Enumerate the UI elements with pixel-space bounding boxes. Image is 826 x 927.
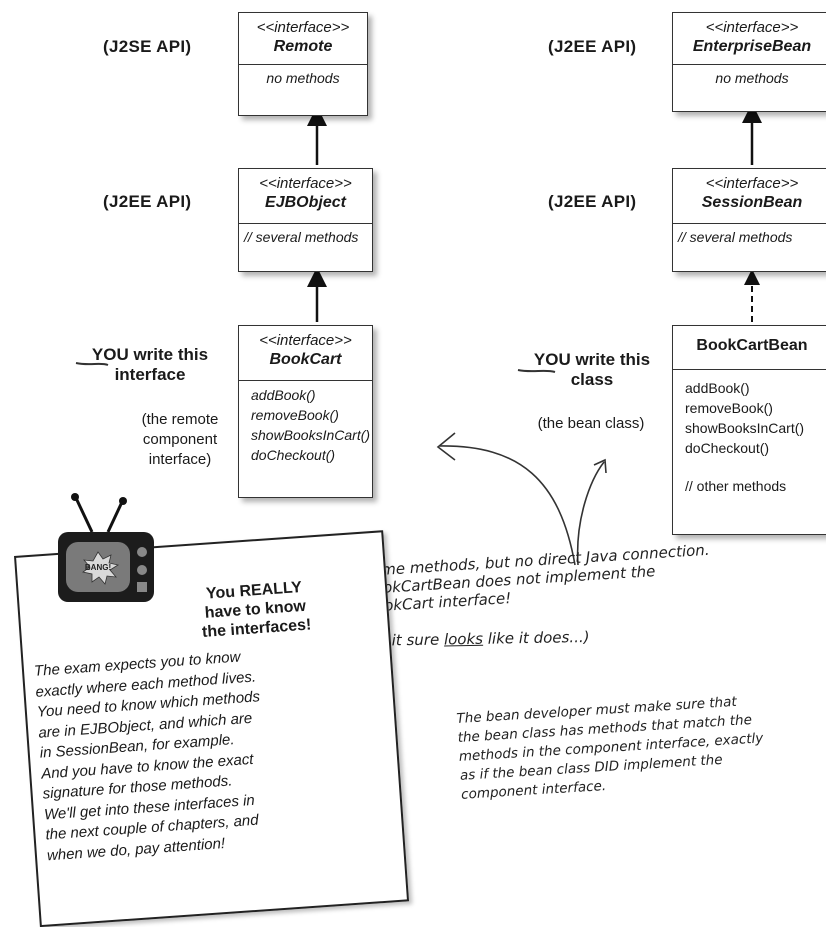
stereotype-label: <<interface>> xyxy=(256,19,350,36)
interface-name: EJBObject xyxy=(265,194,346,211)
you-underline-left xyxy=(75,362,109,366)
stereotype-label: <<interface>> xyxy=(259,332,352,349)
callout-paragraph: The exam expects you to know exactly whe… xyxy=(33,648,261,864)
interface-name: EnterpriseBean xyxy=(692,38,812,55)
stereotype-label: <<interface>> xyxy=(705,175,799,192)
method-list: addBook() removeBook() showBooksInCart()… xyxy=(239,381,372,469)
method-item: removeBook() xyxy=(685,400,773,416)
tv-screen-label: BANG! xyxy=(85,563,111,572)
interface-name: Remote xyxy=(273,38,333,55)
method-list: // several methods xyxy=(244,229,359,245)
stereotype-label: <<interface>> xyxy=(259,175,352,192)
method-item: doCheckout() xyxy=(685,440,770,456)
method-list: no methods xyxy=(715,70,789,86)
j2ee-api-label: (J2EE API) xyxy=(103,192,192,211)
you-write-interface-label: YOU write this interface xyxy=(70,345,230,385)
you-emphasis: YOU xyxy=(91,345,129,364)
method-item: addBook() xyxy=(685,380,750,396)
ejbobject-interface-box: <<interface>> EJBObject // several metho… xyxy=(238,168,373,272)
method-item: // other methods xyxy=(685,478,787,494)
method-item: addBook() xyxy=(251,387,316,403)
remote-interface-box: <<interface>> Remote no methods xyxy=(238,12,368,116)
method-item: showBooksInCart() xyxy=(685,420,805,436)
method-item: doCheckout() xyxy=(251,447,336,463)
bean-class-note: (the bean class) xyxy=(537,415,645,432)
j2ee-api-label: (J2EE API) xyxy=(548,192,637,211)
method-list: addBook() removeBook() showBooksInCart()… xyxy=(673,370,826,500)
sessionbean-interface-box: <<interface>> SessionBean // several met… xyxy=(672,168,826,272)
enterprisebean-interface-box: <<interface>> EnterpriseBean no methods xyxy=(672,12,826,112)
method-list: // several methods xyxy=(678,229,793,245)
method-list: no methods xyxy=(266,70,340,86)
curve-arrow-to-bookcartbean-head xyxy=(593,458,607,474)
stereotype-label: <<interface>> xyxy=(705,19,799,36)
curve-arrow-to-bookcart xyxy=(439,445,576,566)
class-name: BookCartBean xyxy=(696,337,808,354)
bookcartbean-class-box: BookCartBean addBook() removeBook() show… xyxy=(672,325,826,535)
you-underline-right xyxy=(517,369,556,373)
you-write-class-label: YOU write this class xyxy=(512,350,672,390)
bookcart-interface-box: <<interface>> BookCart addBook() removeB… xyxy=(238,325,373,498)
curve-arrow-to-bookcart-head xyxy=(436,432,456,461)
method-item: showBooksInCart() xyxy=(251,427,371,443)
curve-arrow-to-bookcartbean xyxy=(576,461,605,566)
looks-emphasis: looks xyxy=(443,629,484,649)
interface-name: SessionBean xyxy=(701,194,803,211)
method-item: removeBook() xyxy=(251,407,339,423)
you-emphasis: YOU xyxy=(533,350,571,369)
remote-component-note: (the remote component interface) xyxy=(141,411,219,468)
bean-developer-note: The bean developer must make sure that t… xyxy=(456,693,764,803)
interface-name: BookCart xyxy=(269,351,342,368)
j2se-api-label: (J2SE API) xyxy=(103,37,192,56)
j2ee-api-label: (J2EE API) xyxy=(548,37,637,56)
callout-title: You REALLY have to know the interfaces! xyxy=(201,579,312,642)
class-word: class xyxy=(570,370,614,389)
tv-icon: BANG! xyxy=(58,493,154,602)
interface-word: interface xyxy=(114,365,186,384)
